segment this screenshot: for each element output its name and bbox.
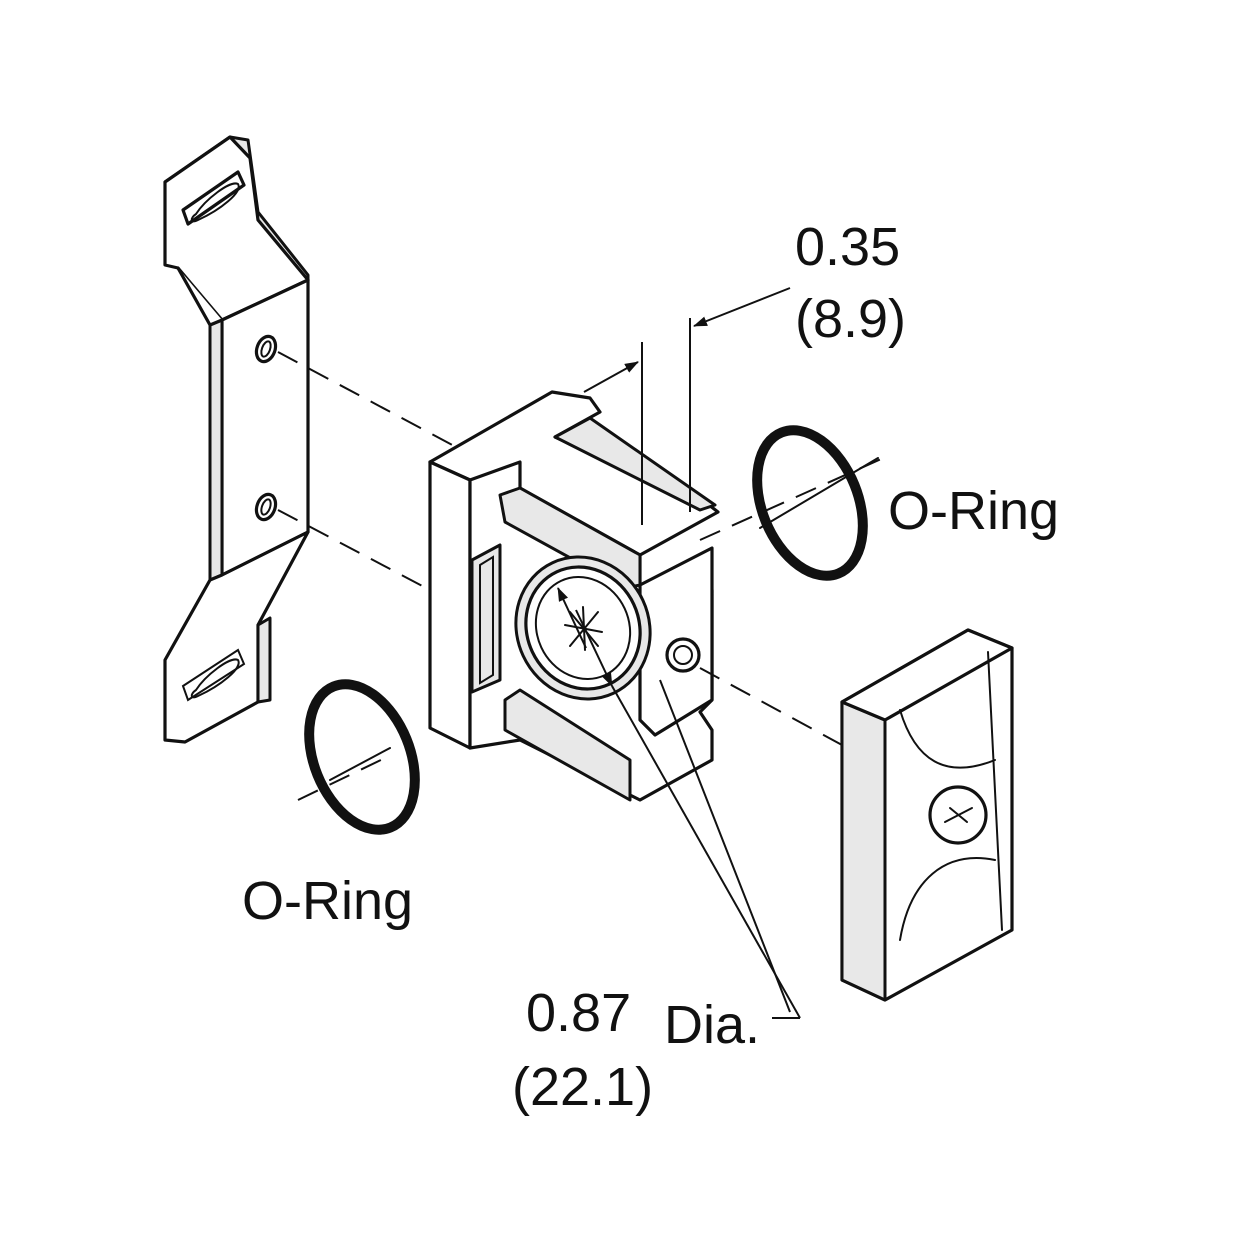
o-ring-label-top: O-Ring xyxy=(888,481,1060,541)
mounting-bracket xyxy=(163,135,310,744)
cover-plate xyxy=(840,628,1014,1002)
dimension-diameter xyxy=(557,587,801,1019)
dimension-width xyxy=(583,287,791,525)
width-dimension-metric: (8.9) xyxy=(795,289,907,349)
width-dimension-value: 0.35 xyxy=(795,217,901,277)
regulator-body xyxy=(428,390,720,802)
o-ring-left xyxy=(304,679,420,835)
assembly-center-lines xyxy=(277,351,891,801)
o-ring-label-bottom: O-Ring xyxy=(242,871,414,931)
diameter-dimension-unit: Dia. xyxy=(664,995,761,1055)
diameter-dimension-value: 0.87 xyxy=(526,983,632,1043)
o-ring-right xyxy=(752,425,868,581)
diameter-dimension-metric: (22.1) xyxy=(512,1057,654,1117)
